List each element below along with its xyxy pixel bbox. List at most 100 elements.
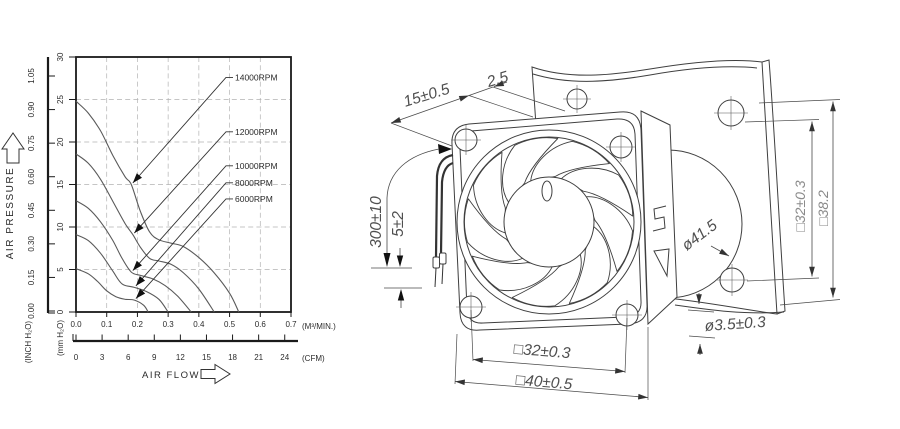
dim-lead-wire-length: 300±10 [368, 196, 385, 248]
fan-blade [473, 151, 506, 234]
fan-dimension-drawing: 15±0.5 2.5 300±10 5±2 ø41.5 □32±0.3 □38.… [368, 59, 841, 400]
hole-tick-lower [688, 335, 716, 339]
dim-mounting-hole-diameter: ø3.5±0.3 [704, 314, 766, 335]
ext-line [492, 86, 566, 112]
dim-line-mounting-hole-pitch [472, 357, 626, 374]
ext-line [470, 309, 474, 362]
rpm-label: 6000RPM [235, 194, 273, 204]
lead-wire-2 [439, 161, 454, 255]
fan-blade [530, 140, 610, 182]
dim-line-frame-size [454, 379, 649, 400]
rpm-label: 8000RPM [235, 178, 273, 188]
label-leader [133, 131, 233, 234]
hole-tick-upper [687, 309, 715, 313]
curve-14000rpm [75, 100, 240, 313]
fan-blade [560, 167, 634, 217]
leader-arrowhead [135, 276, 146, 286]
ext-line [454, 333, 458, 385]
cfm-tick-label: 24 [280, 353, 289, 362]
rpm-label: 12000RPM [235, 127, 278, 137]
dim-line-frame-depth [390, 95, 470, 124]
x-tick-label: 0.6 [255, 320, 267, 329]
plate-hole-top-left-crosshair [563, 85, 591, 113]
leader-arrowhead [132, 260, 142, 271]
strip-arrow-upper-head [396, 255, 404, 267]
ext-line [468, 95, 534, 118]
dim-plate-height: □38.2 [815, 190, 831, 226]
dim-plate-hole-pitch: □32±0.3 [792, 180, 808, 231]
curve-6000rpm [75, 268, 149, 313]
x-tick-label: 0.1 [101, 320, 113, 329]
inch-tick-label: 0.45 [27, 202, 36, 218]
curve-10000rpm [75, 200, 192, 313]
cfm-tick-label: 3 [100, 353, 105, 362]
dim-frame-size: □40±0.5 [515, 372, 573, 394]
x-primary-unit: (M³/MIN.) [302, 322, 336, 331]
inch-tick-label: 0.75 [27, 135, 36, 151]
cfm-tick-label: 6 [126, 353, 131, 362]
y-tick-label: 15 [56, 180, 65, 189]
pq-curves [75, 100, 240, 313]
ext-line [758, 99, 841, 104]
x-tick-label: 0.3 [163, 320, 175, 329]
fan-side-vent-triangle [653, 248, 670, 278]
cfm-tick-label: 12 [176, 353, 185, 362]
label-leader [135, 198, 233, 299]
inch-tick-label: 0.00 [27, 303, 36, 319]
dim-arrow-lead-in [493, 80, 508, 87]
x-tick-label: 0.7 [285, 320, 297, 329]
fan-blade [568, 226, 611, 304]
lead-length-leader [386, 148, 440, 260]
y-tick-label: 5 [56, 267, 65, 272]
dim-plate-thickness: 2.5 [484, 68, 511, 91]
strip-arrow-lower-head [397, 289, 405, 301]
y-tick-label: 25 [56, 95, 65, 104]
plate-right-thickness-line [761, 59, 786, 315]
air-pressure-arrow-icon [1, 132, 25, 164]
air-flow-arrow-icon [200, 363, 231, 385]
dim-line-plate-thickness [468, 86, 494, 96]
hub-index-mark [541, 180, 553, 202]
cfm-tick-label: 21 [254, 353, 263, 362]
y-axis-inch: 0.000.150.300.450.600.750.901.05(INCH H₂… [24, 57, 55, 363]
leader-arrowhead [132, 173, 142, 183]
lead-wires [432, 153, 454, 288]
inch-tick-label: 0.90 [27, 101, 36, 117]
inch-tick-label: 0.60 [27, 168, 36, 184]
fan-blade [585, 196, 633, 272]
label-leader [132, 76, 233, 184]
frame-hole-top-left-crosshair [451, 125, 481, 155]
leader-arrowhead [134, 223, 144, 234]
fan-blade [511, 253, 582, 307]
ext-line [779, 299, 841, 306]
lead-length-arrow [438, 144, 452, 154]
plate-hole-top-right-crosshair [714, 96, 748, 130]
x-tick-label: 0.5 [224, 320, 236, 329]
frame-hole-top-right-crosshair [606, 132, 636, 162]
lead-length-down-arrow [383, 253, 391, 267]
ext-line [624, 317, 628, 374]
ext-line [744, 119, 820, 123]
inch-tick-label: 0.15 [27, 269, 36, 285]
plate-hole-bottom-right-crosshair [716, 264, 748, 296]
inch-tick-label: 0.30 [27, 236, 36, 252]
fan-body [451, 110, 678, 331]
rpm-label: 14000RPM [235, 72, 278, 82]
plate-top-thickness-line [532, 66, 758, 82]
fan-side-s-mark [652, 205, 667, 232]
bore-leader [710, 245, 730, 257]
rpm-label: 10000RPM [235, 161, 278, 171]
ext-line [390, 122, 453, 147]
y-primary-unit: (mm H₂O) [56, 320, 65, 356]
y-secondary-unit: (INCH H₂O) [24, 321, 33, 364]
lead-wire-1 [434, 153, 454, 258]
bare-wire-1 [434, 267, 437, 288]
wire-tip-1 [432, 256, 440, 269]
y-tick-label: 30 [56, 52, 65, 61]
impeller-hub [503, 176, 595, 268]
y-tick-label: 20 [56, 137, 65, 146]
